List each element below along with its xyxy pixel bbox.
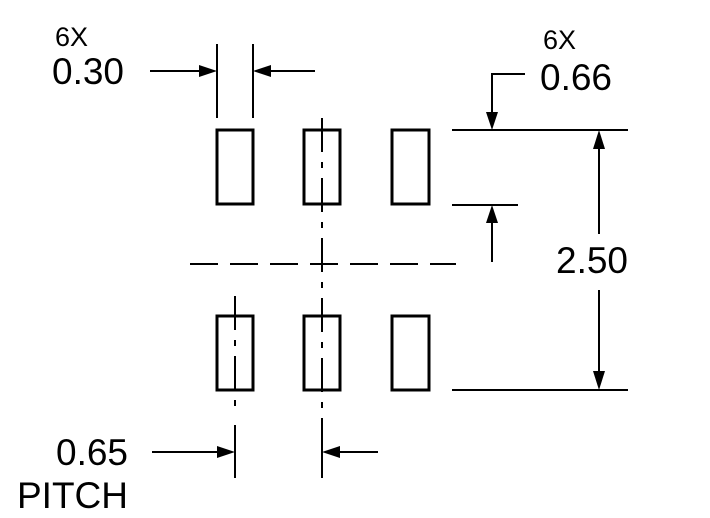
pitch-dimension: 0.65 PITCH xyxy=(17,425,378,516)
arrowhead-up-top xyxy=(593,130,605,149)
arrowhead-down-bottom xyxy=(593,371,605,390)
pad-top-3 xyxy=(390,128,431,206)
row-spacing-value: 2.50 xyxy=(556,240,628,281)
leader-pad-top xyxy=(491,73,525,112)
pad-width-count: 6X xyxy=(55,22,88,52)
pad-bottom-3 xyxy=(390,314,431,392)
row-spacing-dimension: 2.50 xyxy=(452,130,628,391)
pitch-value: 0.65 xyxy=(56,432,128,473)
pitch-label: PITCH xyxy=(17,475,128,516)
pitch-arrowhead-right xyxy=(217,446,235,458)
pad-length-value: 0.66 xyxy=(540,57,612,98)
arrowhead-up xyxy=(486,205,498,223)
pad-width-dimension: 6X 0.30 xyxy=(52,22,315,118)
pad-length-count: 6X xyxy=(543,25,576,55)
pad-top-1 xyxy=(215,128,255,206)
arrowhead-down xyxy=(486,112,498,130)
pad-width-value: 0.30 xyxy=(52,51,124,92)
centerlines xyxy=(190,118,456,478)
pitch-arrowhead-left xyxy=(322,446,340,458)
pad-length-dimension: 6X 0.66 xyxy=(452,25,628,262)
arrowhead-right xyxy=(199,65,217,77)
arrowhead-left xyxy=(253,65,271,77)
